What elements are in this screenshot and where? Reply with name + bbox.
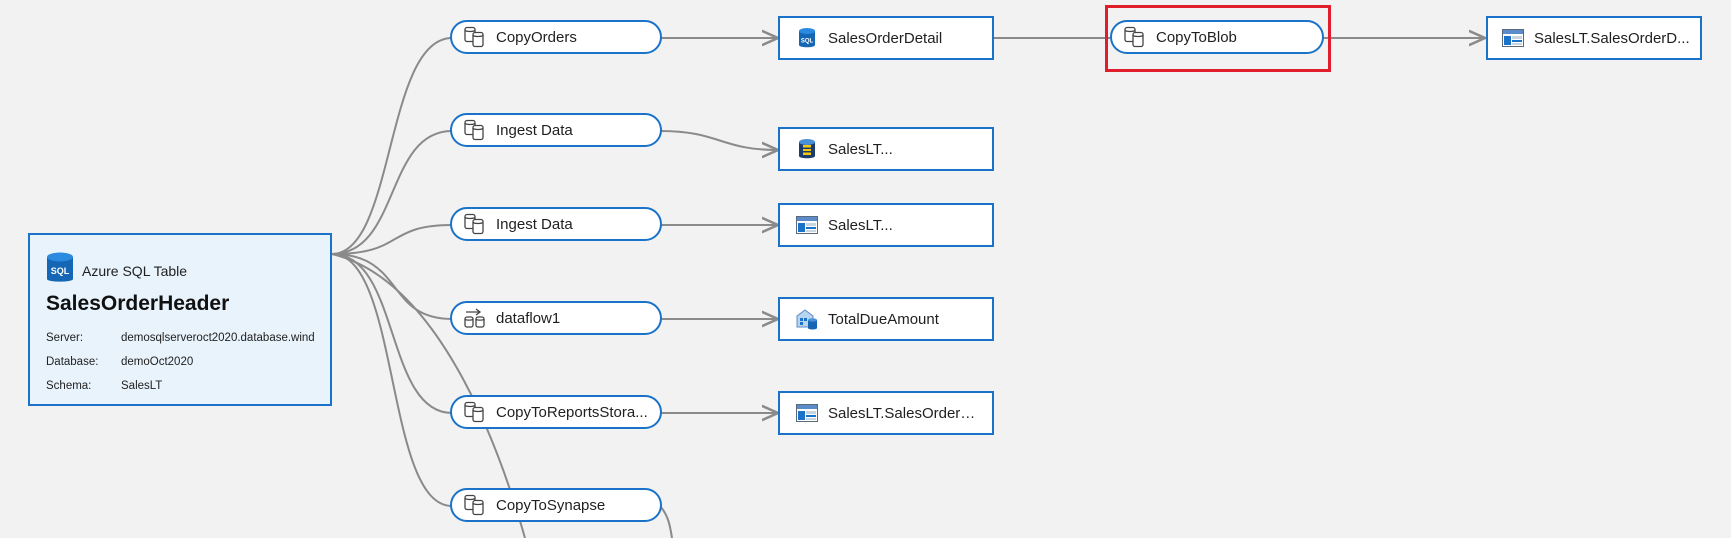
dataflow-icon (462, 306, 488, 330)
activity-node-copytoreportsstorage[interactable]: CopyToReportsStora... (450, 395, 662, 429)
source-name: SalesOrderHeader (46, 292, 230, 315)
source-field-schema: Schema: SalesLT (46, 374, 314, 398)
activity-label: CopyToReportsStora... (496, 403, 648, 421)
dataset-node-saleslt-salesorderd[interactable]: SalesLT.SalesOrderD... (1486, 16, 1702, 60)
sql-db-icon: SQL (46, 251, 74, 290)
sql-db-icon: SQL (794, 26, 820, 50)
copy-activity-icon (462, 25, 488, 49)
activity-node-copyorders[interactable]: CopyOrders (450, 20, 662, 54)
edge-copytosynapse-offscreen (659, 505, 673, 538)
field-value: demosqlserveroct2020.database.windows.ne… (121, 332, 314, 344)
field-key: Server: (46, 332, 84, 344)
edge-source-to-ingest-data-2 (331, 224, 453, 255)
field-key: Schema: (46, 380, 92, 392)
copy-activity-icon (1122, 25, 1148, 49)
dataset-label: TotalDueAmount (828, 310, 939, 328)
copy-activity-icon (462, 493, 488, 517)
dataset-label: SalesLT.SalesOrderD... (1534, 29, 1690, 47)
activity-node-copytoblob[interactable]: CopyToBlob (1110, 20, 1324, 54)
dataset-label: SalesLT.SalesOrderH... (828, 404, 982, 422)
activity-node-ingest-data-1[interactable]: Ingest Data (450, 113, 662, 147)
blob-storage-icon (794, 307, 820, 331)
activity-label: dataflow1 (496, 309, 561, 327)
field-value: SalesLT (121, 380, 163, 392)
dataset-label: SalesLT... (828, 140, 893, 158)
source-field-database: Database: demoOct2020 (46, 350, 314, 374)
table-icon (794, 213, 820, 237)
activity-label: CopyToBlob (1156, 28, 1237, 46)
activity-node-copytosynapse[interactable]: CopyToSynapse (450, 488, 662, 522)
dataset-node-salesorderdetail[interactable]: SQL SalesOrderDetail (778, 16, 994, 60)
table-icon (794, 401, 820, 425)
edge-source-to-copytosynapse (331, 253, 453, 507)
edge-ingest1-to-dataset (659, 130, 778, 150)
svg-text:SQL: SQL (801, 39, 814, 45)
activity-label: Ingest Data (496, 215, 573, 233)
activity-label: Ingest Data (496, 121, 573, 139)
activity-label: CopyOrders (496, 28, 577, 46)
table-icon (1500, 26, 1526, 50)
field-key: Database: (46, 356, 99, 368)
activity-node-dataflow1[interactable]: dataflow1 (450, 301, 662, 335)
dataset-label: SalesOrderDetail (828, 29, 943, 47)
field-value: demoOct2020 (121, 356, 194, 368)
dataset-node-saleslt-warehouse[interactable]: SalesLT... (778, 127, 994, 171)
dataset-node-totaldueamount[interactable]: TotalDueAmount (778, 297, 994, 341)
dataset-node-saleslt-table[interactable]: SalesLT... (778, 203, 994, 247)
activity-label: CopyToSynapse (496, 496, 606, 514)
edge-source-to-copyorders (331, 37, 453, 255)
data-warehouse-icon (794, 137, 820, 161)
copy-activity-icon (462, 212, 488, 236)
activity-node-ingest-data-2[interactable]: Ingest Data (450, 207, 662, 241)
dataset-label: SalesLT... (828, 216, 893, 234)
copy-activity-icon (462, 400, 488, 424)
svg-text:SQL: SQL (51, 266, 70, 276)
source-table-card[interactable]: SQL Azure SQL Table SalesOrderHeader Ser… (28, 233, 332, 406)
copy-activity-icon (462, 118, 488, 142)
dataset-node-saleslt-salesorderh[interactable]: SalesLT.SalesOrderH... (778, 391, 994, 435)
edge-source-to-ingest-data-1 (331, 130, 453, 255)
source-field-server: Server: demosqlserveroct2020.database.wi… (46, 326, 314, 350)
source-type-label: Azure SQL Table (82, 262, 188, 279)
